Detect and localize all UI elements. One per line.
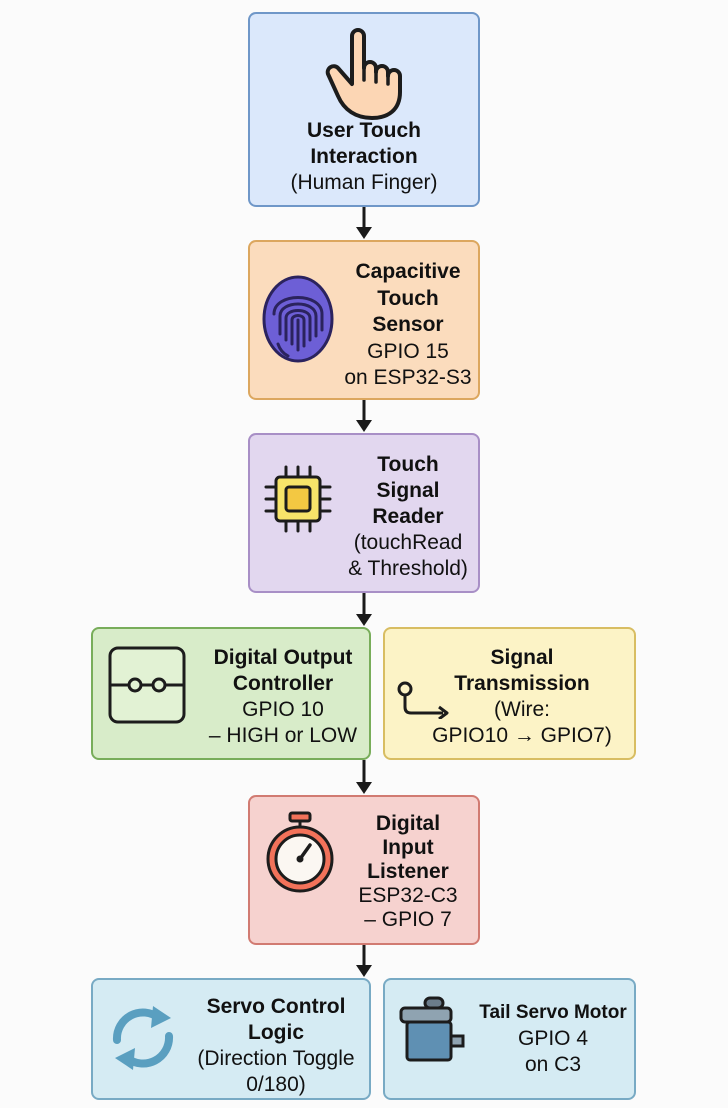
listener-title-2: Input (382, 836, 434, 859)
arrow-listener-to-servo (356, 945, 372, 977)
output-controller-text: Digital Output Controller GPIO 10 – HIGH… (195, 645, 371, 749)
node-input-listener: Digital Input Listener ESP32-C3 – GPIO 7 (248, 795, 480, 945)
reader-sub-1: (touchRead (353, 531, 463, 554)
listener-sub-2: – GPIO 7 (364, 908, 452, 931)
signal-reader-text: Touch Signal Reader (touchRead & Thresho… (336, 452, 480, 582)
output-title-1: Digital Output (213, 646, 353, 669)
node-servo-motor: Tail Servo Motor GPIO 4 on C3 (383, 978, 636, 1100)
capacitive-sub-1: GPIO 15 (367, 339, 449, 363)
servo-motor-sub-2: on C3 (524, 1053, 582, 1076)
capacitive-title-3: Sensor (372, 313, 444, 336)
node-output-controller: Digital Output Controller GPIO 10 – HIGH… (91, 627, 371, 760)
arrow-reader-to-output (356, 593, 372, 626)
servo-logic-sub-1: (Direction Toggle (197, 1047, 355, 1070)
wire-arrow-icon (397, 681, 449, 719)
rotate-arrows-icon (112, 1006, 174, 1070)
user-touch-sub-1: (Human Finger) (290, 171, 438, 194)
user-touch-title-2: Interaction (310, 145, 418, 168)
servo-motor-text: Tail Servo Motor GPIO 4 on C3 (469, 1000, 637, 1078)
arrow-sensor-to-reader (356, 400, 372, 432)
transmission-sub-2: GPIO10 → GPIO7) (432, 724, 612, 747)
reader-sub-2: & Threshold) (348, 557, 468, 580)
input-listener-text: Digital Input Listener ESP32-C3 – GPIO 7 (336, 812, 480, 932)
capacitive-sub-2: on ESP32-S3 (344, 366, 472, 389)
arrow-user-to-sensor (356, 207, 372, 239)
transmission-title-2: Transmission (454, 672, 590, 695)
capacitive-title-2: Touch (377, 286, 439, 310)
servo-logic-text: Servo Control Logic (Direction Toggle 0/… (181, 994, 371, 1098)
output-sub-2: – HIGH or LOW (208, 724, 358, 747)
servo-logic-sub-2: 0/180) (246, 1073, 306, 1096)
listener-sub-1: ESP32-C3 (358, 884, 458, 907)
reader-title-2: Signal (376, 479, 440, 502)
node-capacitive-sensor: Capacitive Touch Sensor GPIO 15 on ESP32… (248, 240, 480, 400)
transmission-title-1: Signal (490, 646, 554, 669)
reader-title-1: Touch (377, 453, 439, 476)
fingerprint-icon (262, 275, 334, 363)
servo-motor-icon (399, 996, 465, 1062)
servo-logic-title-1: Servo Control (206, 995, 346, 1018)
listener-title-1: Digital (375, 812, 441, 835)
capacitive-title-1: Capacitive (355, 260, 461, 283)
reader-title-3: Reader (372, 505, 444, 528)
stopwatch-icon (266, 811, 334, 893)
user-touch-text: User Touch Interaction (Human Finger) (250, 118, 478, 196)
node-user-touch: User Touch Interaction (Human Finger) (248, 12, 480, 207)
transmission-sub-1: (Wire: (494, 698, 550, 721)
servo-logic-title-2: Logic (248, 1021, 304, 1044)
node-servo-logic: Servo Control Logic (Direction Toggle 0/… (91, 978, 371, 1100)
switch-icon (108, 646, 186, 724)
pointing-hand-icon (325, 28, 402, 120)
microchip-icon (264, 465, 332, 533)
servo-motor-title-1: Tail Servo Motor (479, 1002, 627, 1023)
servo-motor-sub-1: GPIO 4 (517, 1027, 589, 1050)
transmission-text: Signal Transmission (Wire: GPIO10 → GPIO… (409, 645, 635, 749)
capacitive-sensor-text: Capacitive Touch Sensor GPIO 15 on ESP32… (336, 259, 480, 392)
listener-title-3: Listener (367, 860, 449, 883)
arrow-output-to-listener (356, 760, 372, 794)
output-title-2: Controller (232, 672, 334, 695)
user-touch-title-1: User Touch (307, 119, 421, 142)
output-sub-1: GPIO 10 (242, 698, 324, 721)
node-signal-reader: Touch Signal Reader (touchRead & Thresho… (248, 433, 480, 593)
node-transmission: Signal Transmission (Wire: GPIO10 → GPIO… (383, 627, 636, 760)
